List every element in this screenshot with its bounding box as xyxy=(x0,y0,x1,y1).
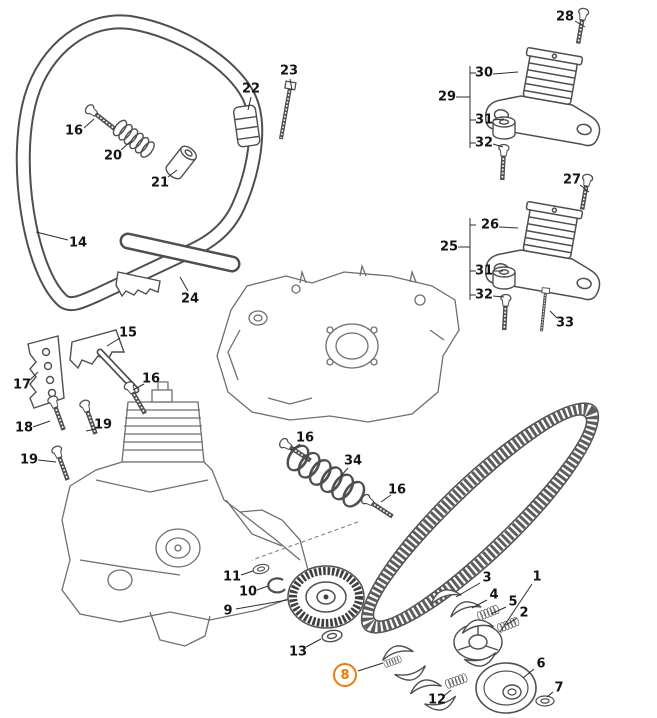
leader-line-16 xyxy=(380,494,392,503)
leader-line-2 xyxy=(505,617,518,626)
callout-highlighted-8[interactable]: 8 xyxy=(333,663,357,687)
leader-line-22 xyxy=(247,96,252,111)
leader-line-10 xyxy=(256,585,269,591)
callout-1[interactable]: 1 xyxy=(532,569,542,585)
leader-line-21 xyxy=(167,169,178,178)
leader-line-24 xyxy=(179,276,189,292)
leader-line-7 xyxy=(546,691,554,698)
callout-2[interactable]: 2 xyxy=(519,605,529,621)
callout-5[interactable]: 5 xyxy=(508,594,518,610)
callout-9[interactable]: 9 xyxy=(223,603,233,619)
callout-18[interactable]: 18 xyxy=(14,420,34,436)
callout-21[interactable]: 21 xyxy=(150,175,170,191)
leader-line-23 xyxy=(289,78,293,91)
callout-31[interactable]: 31 xyxy=(474,112,494,128)
leader-line-12 xyxy=(443,689,452,697)
clamp-drawing xyxy=(232,104,261,148)
callout-28[interactable]: 28 xyxy=(555,9,575,25)
callout-31[interactable]: 31 xyxy=(474,263,494,279)
callout-16[interactable]: 16 xyxy=(141,371,161,387)
leader-line-8 xyxy=(357,662,384,672)
leader-line-16 xyxy=(290,443,301,451)
assembly-axis-dashed-line xyxy=(251,521,359,561)
leader-line-28 xyxy=(574,20,586,28)
callout-29[interactable]: 29 xyxy=(437,89,457,105)
callout-11[interactable]: 11 xyxy=(222,569,242,585)
callout-25[interactable]: 25 xyxy=(439,239,459,255)
leader-line-26 xyxy=(498,226,519,229)
leader-line-3 xyxy=(455,582,481,598)
leader-line-4 xyxy=(471,599,488,609)
leader-line-18 xyxy=(32,420,51,428)
av-mount-lower-drawing xyxy=(469,174,613,334)
handle-mount-spring-drawing xyxy=(84,103,198,180)
leader-line-17 xyxy=(29,371,39,381)
leader-line-33 xyxy=(549,310,558,319)
leader-line-16 xyxy=(83,118,95,129)
leader-line-19 xyxy=(37,459,57,463)
leader-line-31 xyxy=(492,118,505,121)
leader-line-13 xyxy=(305,638,322,648)
leader-line-16 xyxy=(132,383,145,391)
handle-molding-drawing xyxy=(115,232,241,298)
leader-line-27 xyxy=(579,184,590,193)
leader-line-6 xyxy=(522,668,535,679)
callout-4[interactable]: 4 xyxy=(489,587,499,603)
callout-14[interactable]: 14 xyxy=(68,235,88,251)
engine-drawing xyxy=(61,381,309,647)
leader-line-19 xyxy=(85,428,97,432)
pulley-drawing xyxy=(251,562,365,644)
callout-22[interactable]: 22 xyxy=(241,81,261,97)
callout-13[interactable]: 13 xyxy=(288,644,308,660)
leader-line-20 xyxy=(120,140,132,151)
callout-34[interactable]: 34 xyxy=(343,453,363,469)
leader-line-11 xyxy=(240,570,254,576)
leader-line-30 xyxy=(492,71,519,75)
leader-line-34 xyxy=(339,467,349,478)
callout-32[interactable]: 32 xyxy=(474,287,494,303)
clutch-drum-drawing xyxy=(475,662,555,714)
shroud-drawing xyxy=(216,263,460,423)
leader-line-32 xyxy=(492,143,504,148)
callout-15[interactable]: 15 xyxy=(118,325,138,341)
callout-6[interactable]: 6 xyxy=(536,656,546,672)
callout-19[interactable]: 19 xyxy=(93,417,113,433)
callout-3[interactable]: 3 xyxy=(482,570,492,586)
leader-line-32 xyxy=(492,295,505,298)
callout-24[interactable]: 24 xyxy=(180,291,200,307)
av-mount-upper-drawing xyxy=(469,8,613,181)
callout-32[interactable]: 32 xyxy=(474,135,494,151)
callout-20[interactable]: 20 xyxy=(103,148,123,164)
callout-33[interactable]: 33 xyxy=(555,315,575,331)
callout-23[interactable]: 23 xyxy=(279,63,299,79)
callout-19[interactable]: 19 xyxy=(19,452,39,468)
callout-30[interactable]: 30 xyxy=(474,65,494,81)
callout-12[interactable]: 12 xyxy=(427,692,447,708)
callout-17[interactable]: 17 xyxy=(12,377,32,393)
leader-line-9 xyxy=(235,599,288,610)
callout-26[interactable]: 26 xyxy=(480,217,500,233)
clutch-parts-drawing xyxy=(379,584,521,715)
drive-belt-drawing xyxy=(360,402,600,634)
leader-line-5 xyxy=(490,606,507,615)
callout-16[interactable]: 16 xyxy=(64,123,84,139)
leader-line-1 xyxy=(499,583,533,633)
callout-16[interactable]: 16 xyxy=(295,430,315,446)
callout-7[interactable]: 7 xyxy=(554,680,564,696)
callout-10[interactable]: 10 xyxy=(238,584,258,600)
leader-line-15 xyxy=(106,337,121,347)
callout-27[interactable]: 27 xyxy=(562,172,582,188)
leader-line-14 xyxy=(35,231,69,241)
bumper-spike-drawing xyxy=(27,329,140,409)
callout-16[interactable]: 16 xyxy=(387,482,407,498)
